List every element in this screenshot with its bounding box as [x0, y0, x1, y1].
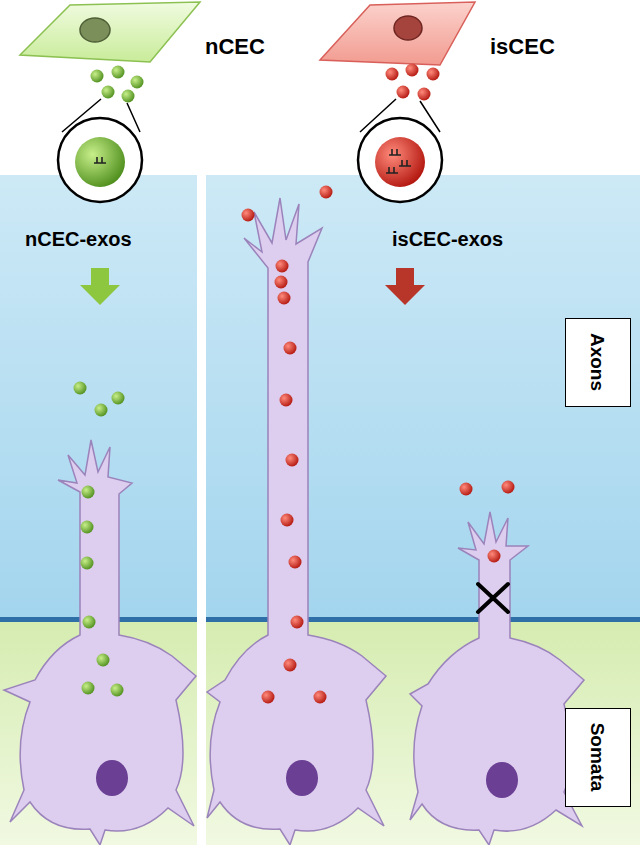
region-label-box: Axons [565, 318, 631, 407]
panel-label: nCEC [205, 34, 265, 60]
region-label: Axons [586, 333, 608, 391]
region-label: Somata [586, 723, 608, 792]
panel-label: isCEC [490, 34, 555, 60]
panel-label: nCEC-exos [25, 228, 132, 251]
region-label-box: Somata [565, 708, 631, 807]
panel-label: isCEC-exos [392, 228, 503, 251]
